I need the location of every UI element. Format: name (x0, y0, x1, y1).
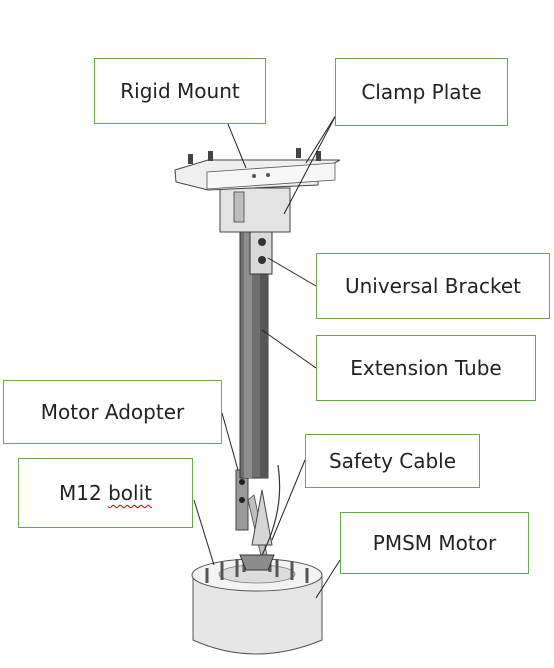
label-m12-bolt: M12 bolit (18, 458, 193, 528)
label-universal-bracket-text: Universal Bracket (344, 274, 522, 298)
label-pmsm-motor: PMSM Motor (340, 512, 529, 574)
label-extension-tube: Extension Tube (316, 335, 536, 401)
label-safety-cable: Safety Cable (305, 434, 480, 488)
label-m12-bolt-word: M12 (59, 481, 109, 505)
leader-lines (193, 114, 341, 599)
label-motor-adopter-text: Motor Adopter (40, 400, 185, 424)
label-extension-tube-text: Extension Tube (350, 356, 502, 380)
label-pmsm-motor-text: PMSM Motor (372, 531, 497, 555)
label-universal-bracket: Universal Bracket (316, 253, 550, 319)
label-rigid-mount-text: Rigid Mount (120, 79, 240, 103)
label-rigid-mount: Rigid Mount (94, 58, 266, 124)
pmsm-motor-drawing (191, 558, 323, 655)
label-safety-cable-text: Safety Cable (328, 449, 457, 473)
label-motor-adopter: Motor Adopter (3, 380, 222, 444)
label-m12-bolt-misspelled: bolit (108, 481, 152, 505)
mount-drawing (174, 148, 341, 233)
motor-adapter-drawing (235, 464, 281, 571)
label-clamp-plate: Clamp Plate (335, 58, 508, 126)
label-clamp-plate-text: Clamp Plate (361, 80, 482, 104)
